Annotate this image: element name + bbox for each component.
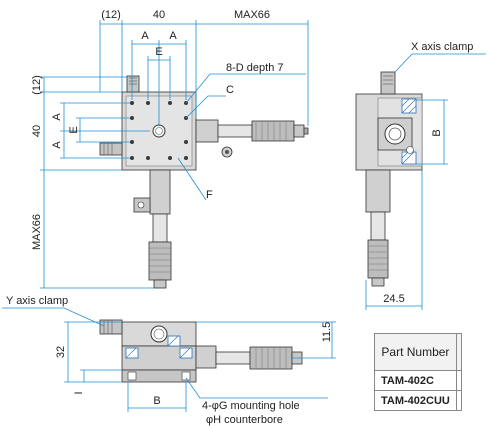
dim-a-top-2: A — [169, 30, 177, 42]
side-y-micrometer-barrel — [370, 211, 386, 241]
dim-12-left: (12) — [31, 75, 43, 95]
dim-11-5: 11.5 — [321, 322, 333, 343]
table-row-part-1: TAM-402C — [374, 370, 457, 391]
top-view: (12) 40 MAX66 A A E 8-D depth 7 C F (12)… — [31, 9, 309, 289]
table-header-edge — [455, 333, 462, 371]
x-axis-clamp-label: X axis clamp — [411, 41, 473, 53]
table-row-edge-2 — [455, 390, 462, 411]
dim-40-left: 40 — [31, 125, 43, 137]
dim-a-left-2: A — [51, 141, 63, 149]
dim-a-top-1: A — [141, 30, 149, 42]
front-view: Y axis clamp 32 I 11.5 B 4-φG mounting h… — [2, 295, 336, 426]
front-stage-base — [121, 369, 197, 383]
dim-e-top: E — [155, 46, 162, 58]
dim-24-5: 24.5 — [383, 293, 404, 305]
front-x-micrometer-thimble — [249, 346, 293, 370]
front-center-hole — [150, 325, 168, 343]
top-x-micrometer-barrel — [217, 124, 253, 138]
dim-e-left: E — [68, 126, 80, 133]
table-row-part-2: TAM-402CUU — [374, 390, 457, 411]
dim-40-top: 40 — [153, 9, 165, 21]
side-y-micrometer-thimble — [367, 239, 389, 279]
side-micrometer-end — [384, 123, 406, 145]
dim-max66-top: MAX66 — [234, 9, 270, 21]
counterbore-label: φH counterbore — [206, 414, 283, 426]
top-y-axis-body — [149, 169, 171, 215]
table-header-part-number: Part Number — [374, 333, 457, 371]
y-axis-clamp-label: Y axis clamp — [6, 295, 68, 307]
top-x-micrometer-thimble — [251, 120, 295, 142]
top-y-micrometer-barrel — [152, 213, 168, 243]
dim-a-left-1: A — [51, 113, 63, 121]
dim-b-right: B — [431, 129, 443, 136]
front-x-micrometer-mount — [195, 345, 217, 369]
table-row-edge-1 — [455, 370, 462, 391]
side-x-clamp-knob — [380, 71, 396, 95]
dim-b-bottom: B — [153, 395, 160, 407]
side-y-axis-body — [365, 169, 391, 213]
part-number-table: Part Number TAM-402C TAM-402CUU — [374, 333, 462, 411]
dim-12-top: (12) — [101, 9, 121, 21]
top-x-micrometer-ratchet — [293, 124, 305, 138]
front-x-micrometer-barrel — [215, 351, 251, 365]
dim-32: 32 — [55, 346, 67, 358]
callout-f: F — [206, 189, 213, 201]
mounting-hole-label: 4-φG mounting hole — [202, 400, 300, 412]
top-left-clamp — [99, 142, 123, 156]
top-y-micrometer-thimble — [148, 241, 172, 281]
dim-i: I — [73, 391, 85, 394]
center-hole — [152, 124, 166, 138]
tapped-holes — [130, 101, 188, 160]
dim-max66-left: MAX66 — [31, 214, 43, 250]
top-x-micrometer-mount — [195, 119, 219, 143]
callout-c: C — [226, 84, 234, 96]
side-view: X axis clamp B 24.5 — [355, 41, 486, 310]
front-y-clamp — [99, 319, 123, 335]
callout-8d: 8-D depth 7 — [226, 62, 283, 74]
